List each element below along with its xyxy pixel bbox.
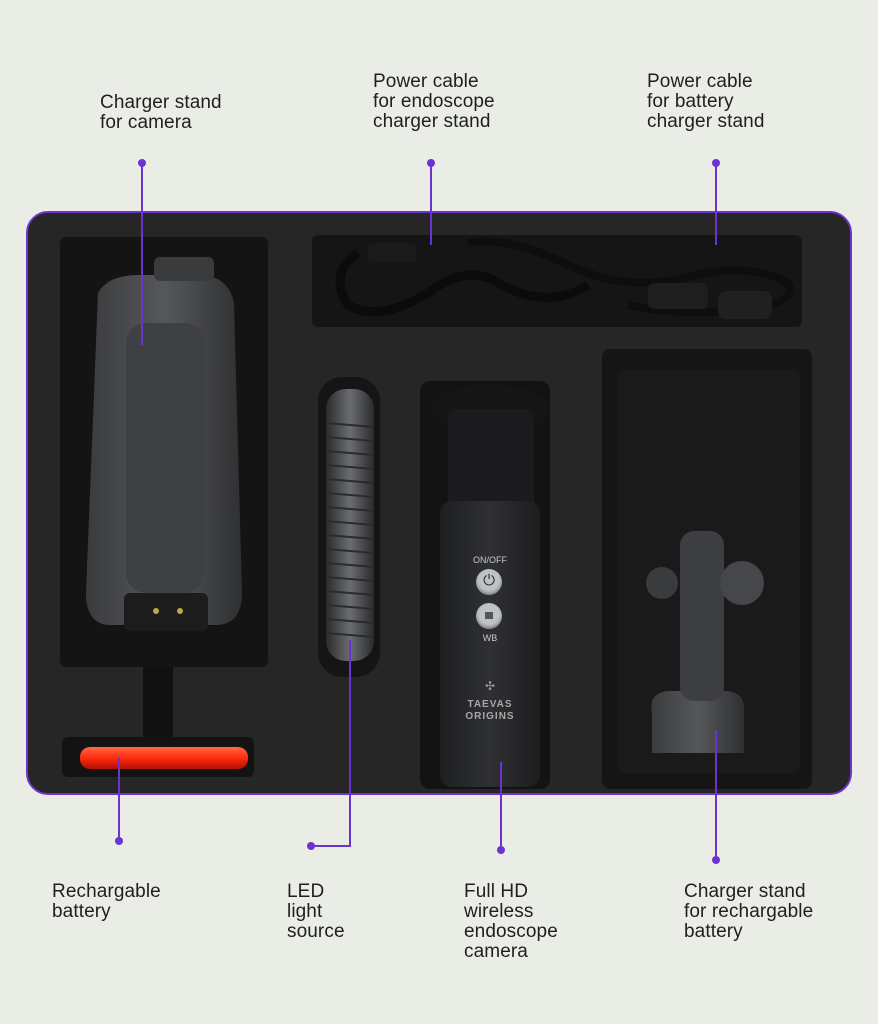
endoscope-camera-body — [440, 501, 540, 787]
battery-charger-stand — [651, 691, 745, 753]
label-charger-stand-battery: Charger stand for rechargable battery — [684, 881, 814, 942]
label-full-hd-camera: Full HD wireless endoscope camera — [464, 881, 558, 962]
label-power-cable-battery: Power cable for battery charger stand — [647, 71, 765, 132]
callout-dot-battery-stand — [712, 856, 720, 864]
rechargable-battery — [80, 747, 248, 769]
callout-dot-battery — [115, 837, 123, 845]
callout-dot-cable-endoscope — [427, 159, 435, 167]
on-off-label: ON/OFF — [473, 555, 507, 565]
brand-line1: TAEVAS — [467, 699, 513, 710]
label-rechargable-battery: Rechargable battery — [52, 881, 161, 922]
power-icon: ⏻ — [483, 571, 495, 589]
power-button[interactable]: ⏻ — [476, 569, 502, 595]
callout-dot-camera — [497, 846, 505, 854]
wb-label: WB — [482, 633, 498, 643]
label-power-cable-endoscope: Power cable for endoscope charger stand — [373, 71, 495, 132]
brand-line2: ORIGINS — [465, 711, 515, 722]
power-cable-endoscope — [335, 249, 591, 317]
endoscope-camera-head — [448, 409, 534, 509]
label-led-light-source: LED light source — [287, 881, 345, 942]
callout-dot-led — [307, 842, 315, 850]
brand-logo-icon: ✣ — [484, 679, 496, 693]
label-charger-stand-camera: Charger stand for camera — [100, 92, 222, 133]
callout-dot-camera-stand — [138, 159, 146, 167]
wb-button[interactable] — [476, 603, 502, 629]
product-case-photo: ON/OFF ⏻ WB ✣ TAEVAS ORIGINS — [26, 211, 852, 795]
square-icon — [485, 612, 493, 619]
callout-dot-cable-battery — [712, 159, 720, 167]
case-illustration — [28, 213, 850, 793]
